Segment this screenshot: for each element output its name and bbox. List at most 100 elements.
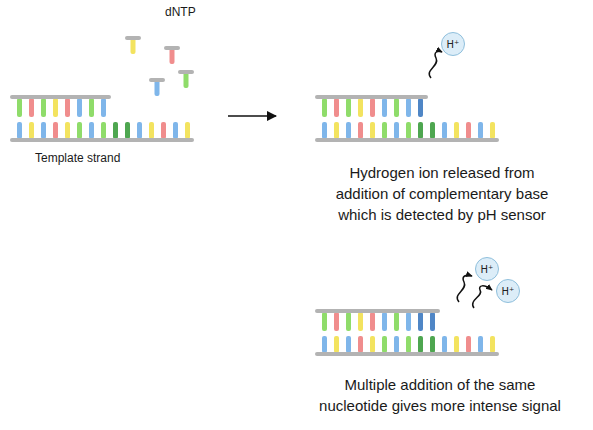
dna-strand [10,95,194,142]
strand-label: Template strand [35,150,155,167]
template-base [430,336,435,353]
template-backbone [10,138,194,142]
template-base [101,122,106,139]
template-base [382,122,387,139]
template-base [370,336,375,353]
ion-circle: H⁺ [475,257,499,281]
template-base [137,122,142,139]
template-base [125,122,130,139]
synthesized-backbone [10,95,111,99]
release-arrow [473,286,492,308]
synthesized-backbone [315,309,440,313]
dntp-group [125,36,194,96]
dntp-molecule [125,36,141,54]
template-base [346,122,351,139]
synthesized-base [394,312,399,331]
template-base [334,122,339,139]
template-base [89,122,94,139]
synthesized-base [101,98,106,117]
dntp-molecule [149,78,165,96]
template-base [478,336,483,353]
template-base [418,122,423,139]
template-base [65,122,70,139]
synthesized-base [430,312,435,331]
template-base [442,336,447,353]
template-base [149,122,154,139]
ion-label: H⁺ [502,286,515,297]
template-base [490,122,495,139]
synthesized-base [418,312,423,331]
synthesized-base [77,98,82,117]
template-backbone [315,138,499,142]
synthesized-base [382,98,387,117]
template-base [113,122,118,139]
template-base [394,122,399,139]
template-base [454,122,459,139]
dntp-molecule [178,70,194,88]
synthesized-base [41,98,46,117]
dna-strand [315,309,499,356]
template-base [490,336,495,353]
step-caption: Hydrogen ion released from addition of c… [327,162,557,225]
synthesized-base [370,312,375,331]
synthesized-base [17,98,22,117]
synthesized-base [29,98,34,117]
synthesized-base [406,98,411,117]
synthesized-base [358,98,363,117]
template-base [406,122,411,139]
template-base [17,122,22,139]
template-base [322,122,327,139]
ion-circle: H⁺ [496,279,520,303]
template-base [382,336,387,353]
synthesized-base [334,98,339,117]
molecule-label: dNTP [165,4,225,21]
release-arrow [457,275,472,302]
synthesized-base [358,312,363,331]
synthesized-base [322,98,327,117]
template-base [41,122,46,139]
synthesized-backbone [315,95,428,99]
template-base [418,336,423,353]
template-base [454,336,459,353]
template-base [442,122,447,139]
synthesized-base [406,312,411,331]
synthesized-base [89,98,94,117]
template-base [466,336,471,353]
template-base [185,122,190,139]
template-base [394,336,399,353]
synthesized-base [346,98,351,117]
template-base [173,122,178,139]
synthesized-base [65,98,70,117]
ion-label: H⁺ [481,264,494,275]
template-base [430,122,435,139]
template-base [358,336,363,353]
synthesized-base [346,312,351,331]
template-base [346,336,351,353]
ion-circle: H⁺ [441,32,465,56]
template-base [322,336,327,353]
synthesized-base [382,312,387,331]
template-base [370,122,375,139]
synthesized-base [418,98,423,117]
release-arrow [429,51,442,78]
template-base [334,336,339,353]
template-base [478,122,483,139]
template-base [406,336,411,353]
synthesized-base [322,312,327,331]
synthesized-base [334,312,339,331]
dna-strand [315,95,499,142]
dntp-molecule [164,46,180,64]
step-caption: Multiple addition of the same nucleotide… [309,374,571,416]
ion-label: H⁺ [447,39,460,50]
synthesized-base [370,98,375,117]
process-arrow [228,115,276,117]
template-base [161,122,166,139]
template-backbone [315,352,499,356]
template-base [77,122,82,139]
synthesized-base [53,98,58,117]
template-base [29,122,34,139]
synthesized-base [394,98,399,117]
template-base [466,122,471,139]
template-base [53,122,58,139]
